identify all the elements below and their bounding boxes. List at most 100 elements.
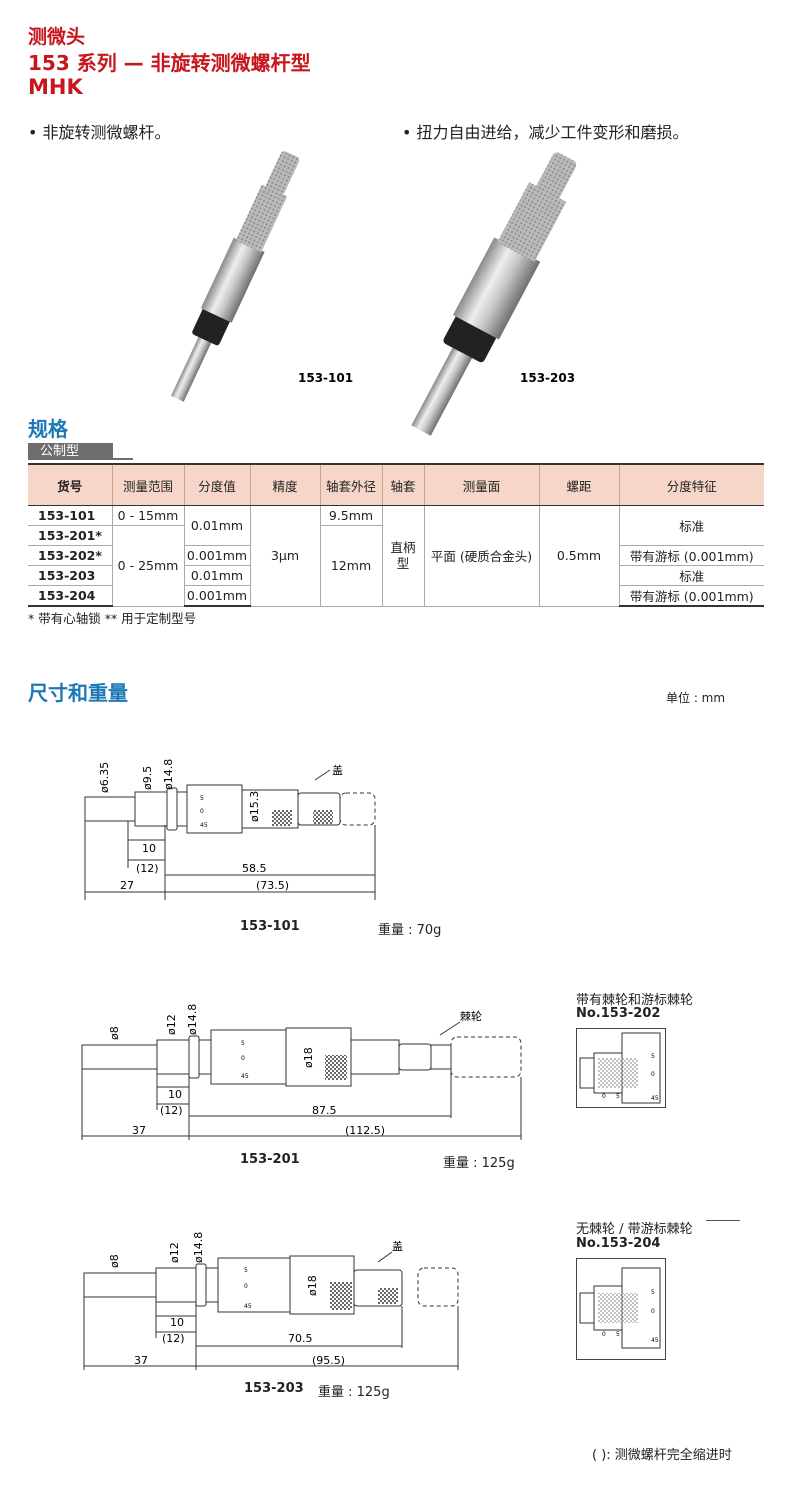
dim-l10: 10 [168, 1088, 182, 1101]
table-row: 153-202* 0.001mm 带有游标 (0.001mm) [28, 545, 764, 566]
cell-graduation: 0.001mm [183, 545, 250, 566]
dim-l95: (95.5) [312, 1354, 345, 1367]
svg-text:5: 5 [241, 1040, 245, 1047]
svg-text:5: 5 [200, 795, 204, 802]
table-row: 153-204 0.001mm 带有游标 (0.001mm) [28, 585, 764, 607]
cell-sleeve-od: 9.5mm [319, 505, 382, 526]
svg-text:5: 5 [244, 1267, 248, 1274]
cell-code: 153-203 [28, 565, 112, 586]
metric-tag: 公制型 [28, 443, 113, 460]
svg-text:0: 0 [244, 1283, 248, 1290]
product-photos: 153-101 153-203 [171, 151, 577, 436]
col-accuracy: 精度 [249, 463, 320, 506]
col-range: 测量范围 [111, 463, 184, 506]
spec-footnote: * 带有心轴锁 ** 用于定制型号 [28, 611, 197, 626]
table-row: 153-101 0 - 15mm 0.01mm 3μm 9.5mm 直柄型 平面… [28, 505, 764, 607]
inset-204-drawing: 5 0 45 0 5 [576, 1258, 666, 1360]
weight-201: 重量 : 125g [443, 1156, 515, 1171]
cell-code: 153-101 [28, 505, 112, 526]
drawing-153-101: 5 0 45 ø6.35 ø9.5 ø14.8 ø15.3 盖 10 (12) … [84, 759, 376, 900]
inset-204-no: No.153-204 [576, 1236, 661, 1251]
cell-stem: 直柄型 [381, 505, 424, 607]
weight-101: 重量 : 70g [378, 923, 442, 938]
model-code: MHK [28, 75, 83, 99]
dimensions-heading: 尺寸和重量 [28, 681, 128, 705]
cell-feature: 带有游标 (0.001mm) [618, 585, 764, 607]
cell-range: 0 - 25mm [111, 525, 184, 607]
spec-table: 货号 测量范围 分度值 精度 轴套外径 轴套 测量面 螺距 分度特征 153-1… [28, 463, 764, 607]
svg-text:0: 0 [602, 1093, 606, 1100]
dim-l10: 10 [170, 1316, 184, 1329]
col-code: 货号 [28, 463, 112, 506]
drawing-153-201: 5 0 45 ø8 ø12 ø14.8 ø18 棘轮 10 (12) 87.5 … [81, 1004, 522, 1140]
dim-l37: 37 [134, 1354, 148, 1367]
dim-l12: (12) [162, 1332, 185, 1345]
unit-label: 单位 : mm [666, 691, 726, 705]
cell-pitch: 0.5mm [538, 505, 619, 607]
cell-feature: 标准 [618, 565, 764, 586]
dim-l12: (12) [136, 862, 159, 875]
inset-202-drawing: 5 0 45 0 5 [576, 1028, 666, 1108]
dim-d3: ø14.8 [162, 759, 175, 790]
inset-204-title: 无棘轮 / 带游标棘轮 [576, 1222, 693, 1237]
svg-text:45: 45 [651, 1337, 659, 1344]
dim-d4: ø18 [302, 1047, 315, 1068]
dim-d2: ø12 [165, 1014, 178, 1035]
cell-graduation: 0.01mm [183, 565, 250, 586]
category-title: 测微头 [28, 26, 86, 48]
table-row: 153-203 0.01mm 标准 [28, 565, 764, 586]
dim-d1: ø8 [108, 1026, 121, 1040]
svg-text:0: 0 [200, 808, 204, 815]
retracted-note: ( ): 测微螺杆完全缩进时 [592, 1448, 732, 1463]
col-sleeve: 轴套 [381, 463, 424, 506]
metric-tag-line [113, 458, 133, 460]
svg-text:5: 5 [616, 1093, 620, 1100]
cap-label: 盖 [392, 1239, 403, 1253]
cell-graduation: 0.001mm [183, 585, 250, 607]
cell-feature: 带有游标 (0.001mm) [618, 545, 764, 566]
dim-d4: ø15.3 [248, 791, 261, 822]
feature-2: • 扭力自由进给，减少工件变形和磨损。 [402, 123, 689, 142]
dim-d2: ø12 [168, 1242, 181, 1263]
cell-accuracy: 3μm [249, 505, 320, 607]
dim-d1: ø8 [108, 1254, 121, 1268]
inset-202-no: No.153-202 [576, 1006, 661, 1021]
ratchet-label: 棘轮 [460, 1009, 482, 1023]
dim-l112: (112.5) [345, 1124, 385, 1137]
dim-d2: ø9.5 [141, 766, 154, 790]
svg-text:5: 5 [651, 1289, 655, 1296]
dim-d3: ø14.8 [186, 1004, 199, 1035]
inset-204-rule [706, 1220, 740, 1221]
dim-d4: ø18 [306, 1275, 319, 1296]
svg-text:5: 5 [616, 1331, 620, 1338]
photo-153-101 [171, 151, 300, 402]
svg-text:5: 5 [651, 1053, 655, 1060]
cell-sleeve-od: 12mm [319, 525, 382, 607]
cap-label: 盖 [332, 763, 343, 777]
dim-l12: (12) [160, 1104, 183, 1117]
weight-203: 重量 : 125g [318, 1385, 390, 1400]
cell-face: 平面 (硬质合金头) [423, 505, 539, 607]
photo-label-203: 153-203 [520, 371, 575, 385]
dim-l10: 10 [142, 842, 156, 855]
svg-text:0: 0 [651, 1071, 655, 1078]
col-sleeve-od: 轴套外径 [319, 463, 382, 506]
dim-d3: ø14.8 [192, 1232, 205, 1263]
cell-code: 153-204 [28, 585, 112, 607]
cell-code: 153-202* [28, 545, 112, 566]
col-pitch: 螺距 [538, 463, 619, 506]
svg-text:0: 0 [651, 1308, 655, 1315]
dim-l87: 87.5 [312, 1104, 337, 1117]
svg-text:45: 45 [651, 1095, 659, 1102]
dim-d1: ø6.35 [98, 762, 111, 793]
svg-text:0: 0 [602, 1331, 606, 1338]
dim-l70: 70.5 [288, 1332, 313, 1345]
spec-header-row: 货号 测量范围 分度值 精度 轴套外径 轴套 测量面 螺距 分度特征 [28, 463, 764, 506]
feature-1: • 非旋转测微螺杆。 [28, 123, 171, 142]
drawing-153-203: 5 0 45 ø8 ø12 ø14.8 ø18 盖 10 (12) 70.5 3… [83, 1232, 459, 1370]
cell-feature: 标准 [618, 505, 764, 546]
col-graduation: 分度值 [183, 463, 250, 506]
photo-153-203 [411, 152, 577, 436]
dim-l73: (73.5) [256, 879, 289, 892]
drawing-label-201: 153-201 [240, 1152, 300, 1167]
